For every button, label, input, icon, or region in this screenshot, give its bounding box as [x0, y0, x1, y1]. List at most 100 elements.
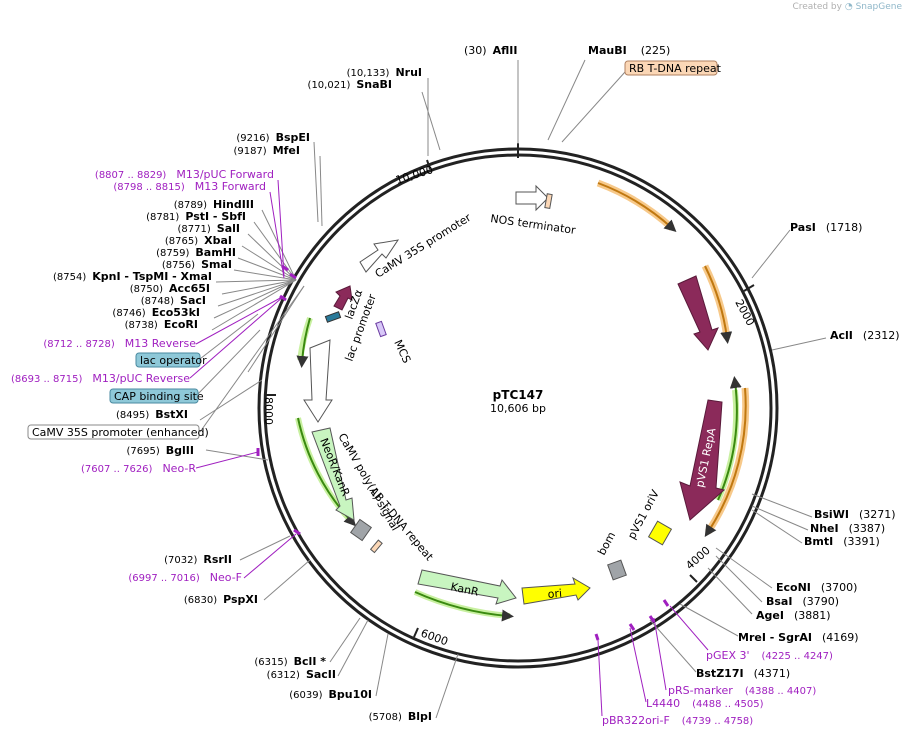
leader-lines-left: [195, 78, 459, 719]
site-agei[interactable]: AgeI(3881): [756, 609, 831, 622]
label-lb-tdna: LB T-DNA repeat: [368, 486, 437, 564]
site-aflii[interactable]: (30)AflII: [464, 44, 517, 57]
feature-green-arc-left-line: [296, 317, 311, 368]
site-bmti[interactable]: BmtI(3391): [804, 535, 880, 548]
primer-neo-r[interactable]: (7607 .. 7626)Neo-R: [81, 462, 196, 475]
feature-orange-arc-1[interactable]: [596, 179, 675, 231]
tick-2000: [743, 284, 755, 292]
site-xbai[interactable]: (8765)XbaI: [165, 234, 232, 247]
site-pspxi[interactable]: (6830)PspXI: [184, 593, 258, 606]
feature-camv-polya[interactable]: [349, 518, 373, 542]
site-hindiii[interactable]: (8789)HindIII: [174, 198, 254, 211]
primer-pgex3[interactable]: pGEX 3'(4225 .. 4247): [706, 649, 833, 662]
primer-pbr322ori-f[interactable]: pBR322ori-F(4739 .. 4758): [602, 714, 753, 727]
tick-10000: [426, 159, 431, 170]
feature-lacza[interactable]: [333, 285, 353, 311]
box-cap-binding-site[interactable]: [109, 388, 199, 404]
primer-neo-f[interactable]: (6997 .. 7016)Neo-F: [128, 571, 242, 584]
primer-m13-puc-forward[interactable]: (8807 .. 8829)M13/pUC Forward: [95, 168, 274, 181]
site-psti-sbfi[interactable]: (8781)PstI - SbfI: [146, 210, 246, 223]
site-smai[interactable]: (8756)SmaI: [162, 258, 232, 271]
site-bstxi[interactable]: (8495)BstXI: [116, 408, 188, 421]
tick-label-8000: 8000: [262, 397, 275, 425]
site-snabi[interactable]: (10,021)SnaBI: [308, 78, 392, 91]
feature-pvs1-oriv[interactable]: [647, 520, 673, 546]
site-pasi[interactable]: PasI(1718): [790, 221, 862, 234]
label-camv-enhanced: CaMV 35S promoter (enhanced): [32, 426, 209, 439]
site-sacii[interactable]: (6312)SacII: [267, 668, 336, 681]
site-rsrii[interactable]: (7032)RsrII: [164, 553, 232, 566]
label-lac-operator: lac operator: [140, 354, 207, 367]
label-mcs: MCS: [391, 338, 413, 365]
site-kpni-tspmi-xmai[interactable]: (8754)KpnI - TspMI - XmaI: [53, 270, 212, 283]
feature-kanr[interactable]: [417, 569, 517, 605]
feature-neor-kanr[interactable]: [311, 427, 355, 521]
site-eco53ki[interactable]: (8746)Eco53kI: [112, 306, 200, 319]
feature-camv-enhanced[interactable]: [303, 339, 333, 423]
site-bspei[interactable]: (9216)BspEI: [236, 131, 310, 144]
tick-6000: [413, 627, 419, 638]
site-blpi[interactable]: (5708)BlpI: [369, 710, 432, 723]
primer-marks: [256, 264, 670, 641]
site-mfei[interactable]: (9187)MfeI: [233, 144, 300, 157]
primer-m13-puc-reverse[interactable]: (8693 .. 8715)M13/pUC Reverse: [11, 372, 190, 385]
tick-label-6000: 6000: [419, 627, 450, 649]
site-bcli[interactable]: (6315)BclI *: [254, 655, 326, 668]
feature-orange-arc-3-line: [704, 387, 747, 538]
snapgene-logo-icon: ◔: [844, 2, 853, 12]
feature-green-arc-right-line: [717, 376, 742, 501]
feature-orange-arc-1-line: [597, 182, 677, 233]
box-lac-operator[interactable]: [135, 352, 201, 368]
site-ecori[interactable]: (8738)EcoRI: [125, 318, 198, 331]
site-bamhi[interactable]: (8759)BamHI: [156, 246, 236, 259]
feature-pvs1-staa[interactable]: [677, 275, 719, 351]
label-cap-binding-site: CAP binding site: [114, 390, 204, 403]
site-sali[interactable]: (8771)SalI: [178, 222, 240, 235]
feature-lac-operator[interactable]: [324, 311, 342, 323]
site-maubi[interactable]: MauBI(225): [588, 44, 670, 57]
site-acli[interactable]: AclI(2312): [830, 329, 899, 342]
feature-camv-promoter[interactable]: [359, 239, 400, 273]
primer-prs-marker[interactable]: pRS-marker(4388 .. 4407): [668, 684, 816, 697]
primer-lines: [189, 179, 709, 717]
credit-prefix: Created by: [792, 2, 842, 12]
tick-4000: [689, 574, 698, 583]
box-rb-tdna[interactable]: [624, 60, 718, 76]
plasmid-length: 10,606 bp: [490, 402, 546, 415]
site-bpu10i[interactable]: (6039)Bpu10I: [289, 688, 372, 701]
site-bsai[interactable]: BsaI(3790): [766, 595, 839, 608]
snapgene-credit: Created by ◔ SnapGene: [792, 2, 902, 12]
leader-lines-right: [517, 59, 827, 673]
primer-m13-reverse[interactable]: (8712 .. 8728)M13 Reverse: [43, 337, 196, 350]
plasmid-name: pTC147: [493, 388, 544, 402]
box-camv-enhanced[interactable]: [27, 424, 200, 440]
credit-brand: SnapGene: [855, 2, 902, 12]
site-prui[interactable]: (10,133)NruI: [347, 66, 422, 79]
feature-mcs[interactable]: [375, 320, 387, 338]
site-saci[interactable]: (8748)SacI: [141, 294, 206, 307]
label-ori: ori: [547, 587, 562, 601]
feature-pvs1-repa[interactable]: [679, 399, 726, 521]
feature-lb-tdna[interactable]: [369, 539, 383, 554]
tick-label-10000: 10,000: [394, 163, 435, 187]
site-bsiwi[interactable]: BsiWI(3271): [814, 508, 896, 521]
site-bstz17i[interactable]: BstZ17I(4371): [696, 667, 790, 680]
primer-m13-forward[interactable]: (8798 .. 8815)M13 Forward: [113, 180, 266, 193]
label-rb-tdna: RB T-DNA repeat: [629, 62, 722, 75]
feature-bom[interactable]: [607, 559, 627, 581]
site-bglii[interactable]: (7695)BglII: [127, 444, 194, 457]
feature-rb-tdna[interactable]: [544, 193, 553, 209]
feature-ori[interactable]: [521, 576, 591, 605]
site-econi[interactable]: EcoNI(3700): [776, 581, 857, 594]
label-kanr: KanR: [449, 580, 480, 599]
label-bom: bom: [595, 530, 618, 558]
feature-green-arc-kan-line: [414, 591, 514, 622]
site-nhei[interactable]: NheI(3387): [810, 522, 885, 535]
site-mrei-sgrai[interactable]: MreI - SgrAI(4169): [738, 631, 859, 644]
label-nos-terminator: NOS terminator: [490, 212, 577, 237]
site-acc65i[interactable]: (8750)Acc65I: [130, 282, 210, 295]
feature-nos-terminator[interactable]: [515, 184, 549, 212]
feature-orange-arc-2-line: [704, 265, 733, 344]
primer-l4440[interactable]: L4440(4488 .. 4505): [646, 697, 764, 710]
